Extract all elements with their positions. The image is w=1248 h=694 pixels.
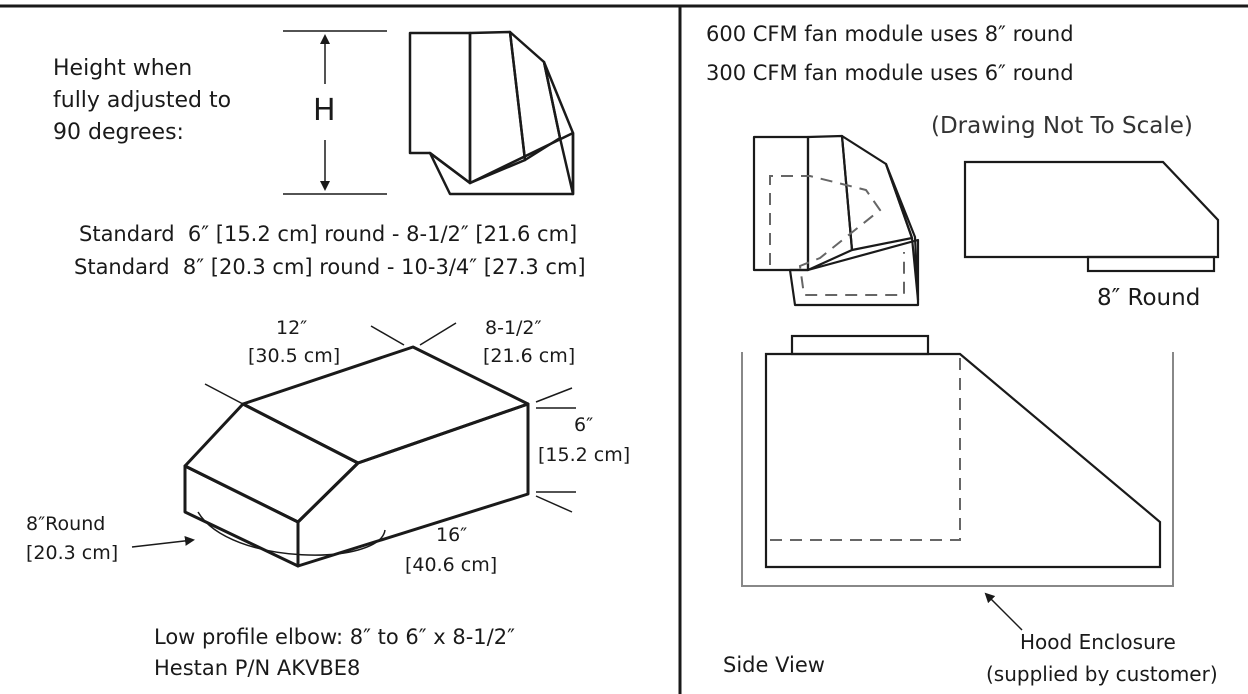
dim-round: 8″Round: [26, 513, 106, 535]
enclosure-label-line-2: (supplied by customer): [986, 662, 1218, 686]
elbow-caption-line-1: Low profile elbow: 8″ to 6″ x 8-1/2″: [154, 625, 515, 649]
hood-enclosure-outline: [741, 352, 1174, 587]
height-caption-line-1: Height when: [53, 56, 193, 81]
round-label: 8″ Round: [1097, 285, 1201, 311]
dim-diag: 16″: [436, 524, 468, 546]
fan-note-300: 300 CFM fan module uses 6″ round: [706, 61, 1074, 85]
dim-width: 8-1/2″: [485, 317, 542, 339]
height-caption-line-2: fully adjusted to: [53, 88, 232, 113]
dim-length-cm: [30.5 cm]: [248, 345, 341, 367]
dim-diag-cm: [40.6 cm]: [405, 554, 498, 576]
fan-outline-side-dashed: [770, 354, 961, 541]
standard-size-6-inch: Standard 6″ [15.2 cm] round - 8-1/2″ [21…: [79, 222, 578, 246]
dim-width-cm: [21.6 cm]: [483, 345, 576, 367]
elbow-with-fan-icon: [752, 134, 920, 307]
enclosure-leader: [984, 592, 1023, 631]
elbow-90-degree-icon: [408, 30, 575, 196]
height-dimension: [283, 30, 387, 195]
dim-depth: 6″: [574, 414, 594, 436]
fan-module-icon: [963, 160, 1220, 273]
height-symbol: H: [313, 93, 336, 128]
side-view-label: Side View: [723, 653, 825, 677]
height-caption-line-3: 90 degrees:: [53, 120, 184, 145]
dim-depth-cm: [15.2 cm]: [538, 444, 631, 466]
elbow-caption-line-2: Hestan P/N AKVBE8: [154, 656, 361, 680]
dimension-ticks: [131, 322, 576, 548]
enclosure-label-line-1: Hood Enclosure: [1020, 630, 1176, 654]
dim-length: 12″: [276, 317, 308, 339]
standard-size-8-inch: Standard 8″ [20.3 cm] round - 10-3/4″ [2…: [74, 255, 586, 279]
dim-round-cm: [20.3 cm]: [26, 542, 119, 564]
scale-note: (Drawing Not To Scale): [931, 113, 1193, 139]
side-view-hood: [764, 334, 1162, 569]
fan-note-600: 600 CFM fan module uses 8″ round: [706, 22, 1074, 46]
fan-outline-dashed: [769, 175, 905, 296]
low-profile-elbow-icon: [183, 345, 530, 568]
